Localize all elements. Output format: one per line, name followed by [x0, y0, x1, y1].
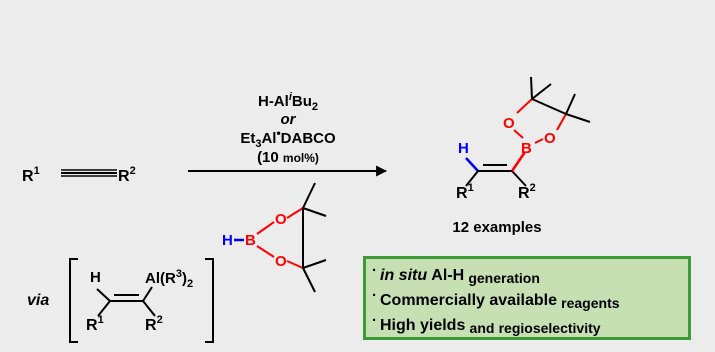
methyl-bond — [530, 76, 533, 100]
intermediate-aluminum: Al(R3)2 — [145, 268, 193, 290]
c-c-bond — [531, 98, 567, 115]
product-boron: B — [521, 140, 532, 157]
c-r1-bond — [97, 300, 111, 317]
vinylboronate-product: H R1 R2 B O O 12 examples — [452, 76, 591, 236]
intermediate-r2: R2 — [145, 314, 163, 334]
c-b-bond — [510, 151, 527, 172]
reactant-r1: R1 — [22, 165, 40, 185]
b-o-bond — [256, 245, 275, 258]
bullet-dot: . — [372, 258, 377, 275]
catalyst-dibal: H-AliBu2 — [258, 91, 318, 113]
pinacolborane-reagent: H B O O — [222, 182, 327, 293]
highlights-box: . in situ Al-H generation . Commercially… — [363, 256, 691, 340]
methyl-bond — [302, 182, 316, 209]
highlight-item: . Commercially available reagents — [372, 283, 682, 313]
product-r2: R2 — [518, 182, 536, 202]
reagent-boron: B — [245, 232, 256, 249]
methyl-bond — [302, 267, 316, 293]
reaction-conditions: H-AliBu2 or Et3Al•DABCO (10 mol%) — [188, 91, 388, 177]
via-label: via — [27, 292, 49, 309]
o-c-bond — [286, 207, 304, 219]
bullet-dot: . — [372, 308, 377, 325]
b-o-bond — [256, 221, 275, 235]
reactant-r2: R2 — [118, 165, 136, 185]
intermediate-h: H — [90, 269, 101, 286]
o-c-bond — [516, 98, 533, 114]
c-r2-bond — [142, 300, 156, 317]
b-o-bond — [534, 138, 544, 144]
highlight-item: . High yields and regioselectivity — [372, 308, 682, 338]
methyl-bond — [565, 93, 576, 115]
bullet-dot: . — [372, 283, 377, 300]
methyl-bond — [531, 83, 552, 100]
methyl-bond — [302, 207, 327, 217]
highlight-item: . in situ Al-H generation — [372, 258, 682, 288]
c-r1-bond — [465, 170, 479, 187]
c-al-bond — [142, 286, 153, 302]
product-h: H — [458, 140, 469, 157]
catalyst-et3al-dabco: Et3Al•DABCO — [240, 126, 336, 150]
reagent-h: H — [222, 232, 233, 249]
h-c-bond — [465, 157, 479, 172]
methyl-bond — [302, 259, 327, 269]
or-text: or — [281, 111, 297, 128]
vinylalane-intermediate: via H Al(R3)2 R1 R2 — [27, 258, 214, 343]
reagent-oxygen-bottom: O — [275, 253, 287, 270]
c-r2-bond — [511, 170, 527, 187]
product-oxygen-right: O — [544, 130, 556, 147]
product-oxygen-top: O — [503, 115, 515, 132]
methyl-bond — [565, 113, 591, 123]
reagent-oxygen-top: O — [275, 211, 287, 228]
o-c-bond — [556, 113, 567, 131]
o-c-bond — [286, 260, 304, 269]
product-r1: R1 — [456, 182, 474, 202]
examples-count: 12 examples — [452, 219, 541, 236]
h-c-bond — [96, 288, 111, 302]
bracket-right — [205, 258, 214, 343]
intermediate-r1: R1 — [86, 314, 104, 334]
alkyne-reactant: R1 R2 — [22, 165, 136, 185]
b-o-bond — [513, 129, 524, 139]
catalyst-loading: (10 mol%) — [257, 149, 319, 166]
bracket-left — [69, 258, 78, 343]
